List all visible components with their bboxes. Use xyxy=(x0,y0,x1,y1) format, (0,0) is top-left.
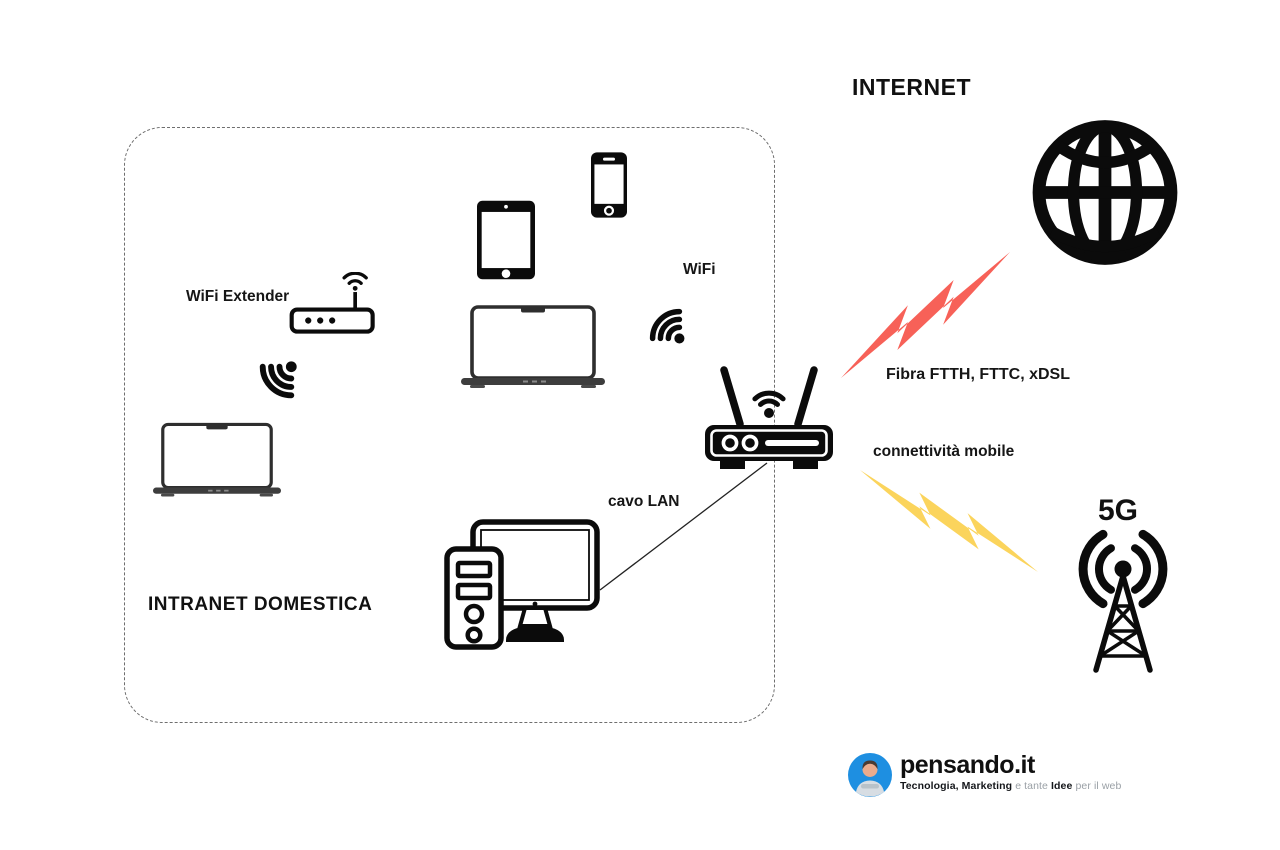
logo-name: pensando.it xyxy=(900,751,1035,779)
logo-avatar-icon xyxy=(848,753,892,797)
fiber-bolt-icon xyxy=(841,252,1010,378)
globe-icon xyxy=(1032,120,1178,265)
smartphone-icon xyxy=(591,152,627,218)
laptop-left-icon xyxy=(153,422,281,497)
mobile-label: connettività mobile xyxy=(873,443,1015,460)
laptop-center-icon xyxy=(461,305,605,388)
tablet-icon xyxy=(477,200,535,280)
wifi-signal-icon xyxy=(649,308,685,344)
tagline-bold-2: Idee xyxy=(1051,780,1073,792)
tagline-bold-1: Tecnologia, Marketing xyxy=(900,780,1013,792)
router-icon xyxy=(705,366,833,469)
tagline-normal-2: per il web xyxy=(1072,780,1122,792)
wifi-extender-icon xyxy=(289,272,375,334)
internet-title: INTERNET xyxy=(852,74,971,100)
tagline-normal-1: e tante xyxy=(1012,780,1052,792)
extender-signal-icon xyxy=(259,361,297,399)
5g-label: 5G xyxy=(1098,494,1139,527)
desktop-pc-icon xyxy=(444,519,600,650)
fiber-label: Fibra FTTH, FTTC, xDSL xyxy=(886,366,1070,383)
wifi-extender-label: WiFi Extender xyxy=(186,288,290,305)
cell-tower-icon xyxy=(1078,529,1168,673)
cavo-lan-label: cavo LAN xyxy=(608,493,680,510)
logo-tagline: Tecnologia, Marketing e tante Idee per i… xyxy=(900,780,1121,792)
logo: pensando.it Tecnologia, Marketing e tant… xyxy=(848,753,1121,797)
mobile-bolt-icon xyxy=(860,470,1038,572)
wifi-label: WiFi xyxy=(683,261,716,278)
intranet-title: INTRANET DOMESTICA xyxy=(148,594,373,615)
